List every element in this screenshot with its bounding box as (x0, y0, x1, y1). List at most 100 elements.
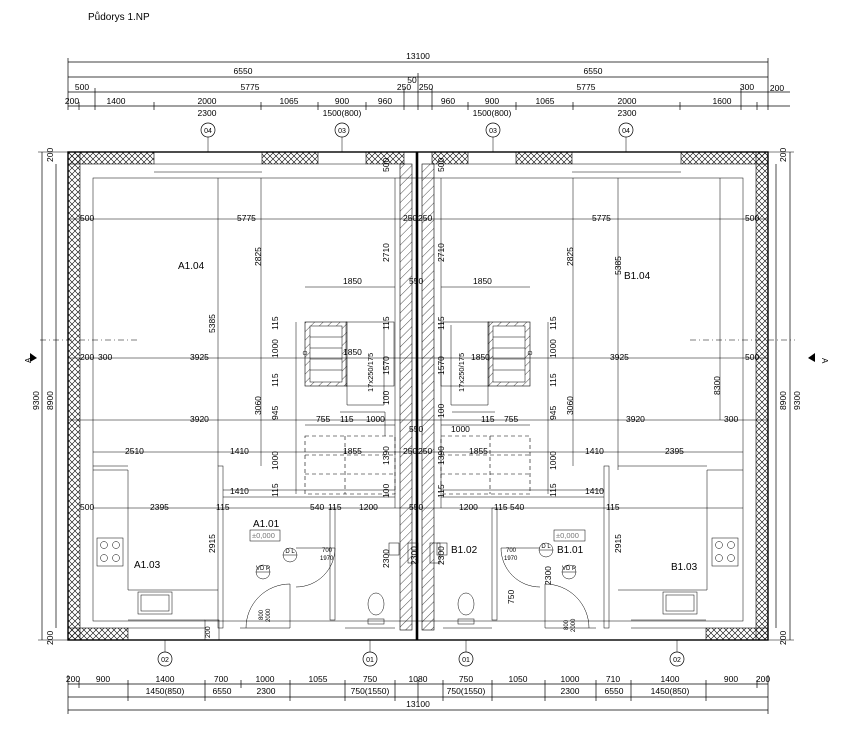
axis-top-03-left: 03 (338, 128, 346, 135)
dim-r4-7: 900 (485, 96, 499, 106)
dim-int-1000-e: 1000 (270, 451, 280, 470)
dim-int-2510: 2510 (125, 446, 144, 456)
dim-total-top: 13100 (406, 51, 430, 61)
room-a104: A1.04 (178, 261, 205, 272)
dim-b2-0: 1450(850) (146, 686, 185, 696)
dim-int-5385-r: 5385 (613, 256, 623, 275)
door-width-left: 700 (322, 548, 333, 554)
dim-r4-3: 1065 (280, 96, 299, 106)
party-wall (399, 152, 435, 640)
dim-b2-7: 1450(850) (651, 686, 690, 696)
room-a103: A1.03 (134, 560, 161, 571)
level-b101: ±0,000 (556, 531, 579, 540)
dim-int-1390-l: 1390 (381, 446, 391, 465)
dim-r5-0: 2300 (198, 108, 217, 118)
dim-int-2825-l: 2825 (253, 247, 263, 266)
dim-int-115-c: 115 (270, 316, 280, 330)
side-dimensions: 9300 8900 200 200 8900 9300 200 200 (31, 148, 802, 645)
dim-int-3060-r: 3060 (565, 396, 575, 415)
dim-int-1850-l: 1850 (343, 276, 362, 286)
dim-r4-9: 2000 (618, 96, 637, 106)
door-ext-w-left: 800 (259, 609, 265, 620)
dim-int-500-r: 500 (745, 213, 759, 223)
dim-int-1000-b: 1000 (548, 339, 558, 358)
dim-int-250-mid-l: 250 (403, 446, 417, 456)
dim-int-1850-r: 1850 (473, 276, 492, 286)
dim-int-200-l: 200 (80, 352, 94, 362)
dim-int-500-mid-r: 500 (745, 352, 759, 362)
dim-int-755-l: 755 (316, 414, 330, 424)
dim-int-945-r: 945 (548, 406, 558, 420)
dim-int-1000-d: 1000 (451, 424, 470, 434)
dim-r4-1: 1400 (107, 96, 126, 106)
dim-r3-2: 50 (407, 75, 417, 85)
dim-int-3920-r: 3920 (626, 414, 645, 424)
dim-int-1410-a: 1410 (230, 446, 249, 456)
dim-int-115-g: 115 (340, 414, 354, 424)
dim-int-1855-l: 1855 (343, 446, 362, 456)
dim-int-500-l: 500 (80, 213, 94, 223)
axis-markers-bottom: 02 01 01 02 (157, 640, 685, 667)
dim-b1-2: 1400 (156, 674, 175, 684)
dim-r3-3: 250 (397, 82, 411, 92)
dim-b1-9: 1050 (509, 674, 528, 684)
dim-int-115-l: 115 (216, 502, 230, 512)
dim-int-540-r: 540 (510, 502, 524, 512)
axis-top-04-left: 04 (204, 128, 212, 135)
door-tag-vdp-right: VD P (562, 566, 576, 572)
dim-b1-6: 750 (363, 674, 377, 684)
dim-int-755-r: 755 (504, 414, 518, 424)
door-tag-dl-left: D L (285, 549, 295, 555)
room-b102: B1.02 (451, 545, 478, 556)
dim-int-115-f: 115 (548, 373, 558, 387)
dim-b1-7: 1080 (409, 674, 428, 684)
section-label-left: A (24, 357, 33, 363)
dim-int-115-i: 115 (270, 483, 280, 497)
dim-int-5775-r: 5775 (592, 213, 611, 223)
exterior-walls (67, 151, 769, 641)
interior-walls (93, 465, 743, 641)
door-tags: D L D L VD P VD P (255, 542, 577, 580)
dim-int-100-m: 100 (381, 484, 391, 498)
stair-ratio-left: 17x250/175 (366, 353, 375, 392)
dim-int-1850-mid-l: 1850 (343, 347, 362, 357)
section-label-right: A (820, 358, 829, 364)
dim-r3-1: 5775 (241, 82, 260, 92)
dim-b1-4: 1000 (256, 674, 275, 684)
dim-int-1570-l: 1570 (381, 356, 391, 375)
door-ext-h-left: 2000 (266, 608, 272, 622)
dim-int-250-r: 250 (418, 213, 432, 223)
dim-int-750: 750 (506, 590, 516, 604)
dim-int-2395-b: 2395 (150, 502, 169, 512)
dim-b1-8: 750 (459, 674, 473, 684)
interior-dimension-lines (68, 178, 768, 509)
dim-int-300-l: 300 (98, 352, 112, 362)
door-height-left: 1970 (320, 556, 334, 562)
door-ext-w-right: 800 (564, 619, 570, 630)
dim-int-115-b: 115 (436, 316, 446, 330)
dim-int-115-a: 115 (381, 316, 391, 330)
door-tag-dl-right: D L (541, 544, 551, 550)
axis-bottom-02-right: 02 (673, 657, 681, 664)
dim-side-right-top-200: 200 (778, 148, 788, 162)
dim-b1-5: 1055 (309, 674, 328, 684)
staircases: 17x250/175 17x250/175 (302, 321, 533, 495)
dim-int-3060-l: 3060 (253, 396, 263, 415)
dim-int-115-m: 115 (328, 502, 342, 512)
dim-side-left-top-200: 200 (45, 148, 55, 162)
dim-int-100-l: 100 (381, 391, 391, 405)
axis-bottom-01-left: 01 (366, 657, 374, 664)
dim-int-115-h: 115 (481, 414, 495, 424)
dim-int-540-l: 540 (310, 502, 324, 512)
dim-b2-2: 2300 (257, 686, 276, 696)
dim-b1-1: 900 (96, 674, 110, 684)
dim-r4-2: 2000 (198, 96, 217, 106)
room-b101: B1.01 (557, 545, 584, 556)
section-line-a: A A (24, 339, 829, 364)
dim-int-1000-f: 1000 (548, 451, 558, 470)
dim-r5-1: 1500(800) (323, 108, 362, 118)
dim-half-left-top: 6550 (234, 66, 253, 76)
dim-r3-6: 300 (740, 82, 754, 92)
door-width-right: 700 (506, 548, 517, 554)
